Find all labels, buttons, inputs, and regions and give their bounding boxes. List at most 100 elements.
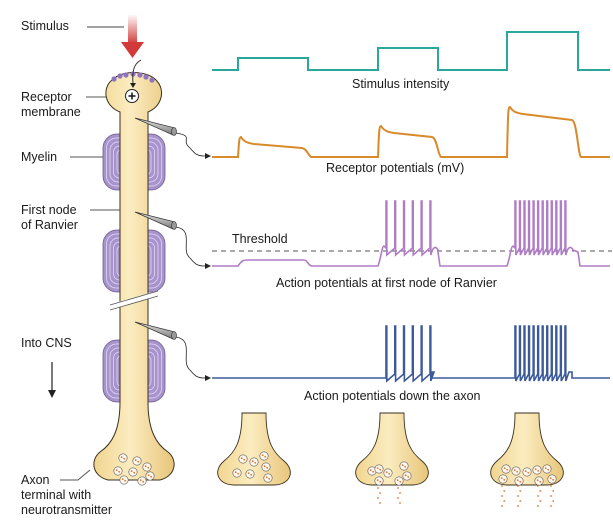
neurotransmitter-dot (254, 461, 257, 464)
neurotransmitter-dot (150, 475, 153, 478)
neurotransmitter-dot (407, 475, 410, 478)
neurotransmitter-dot (527, 471, 530, 474)
neurotransmitter-dot (115, 469, 118, 472)
probe-wire (175, 132, 206, 157)
probe-arrowhead-icon (205, 263, 211, 269)
neurotransmitter-dot (399, 480, 402, 483)
neurotransmitter-dot (251, 460, 254, 463)
vesicle (501, 464, 511, 474)
vesicle (232, 468, 242, 478)
vesicle-membrane (232, 468, 242, 478)
neurotransmitter-dot (516, 479, 519, 482)
axon-terminal-label-line3: neurotransmitter (21, 503, 113, 517)
receptor-potential-trace (212, 105, 610, 158)
vesicle-membrane (259, 451, 269, 461)
vesicle (137, 476, 147, 486)
axon-terminal-none (217, 412, 291, 486)
vesicle-membrane (534, 476, 544, 486)
receptor-protein (137, 72, 143, 78)
neurotransmitter-dot (372, 470, 375, 473)
vesicle-membrane (394, 476, 404, 486)
neurotransmitter-dot (268, 477, 271, 480)
receptor-membrane-label-line2: membrane (21, 105, 81, 119)
neurotransmitter-dot (369, 469, 372, 472)
recording-probes (134, 117, 211, 381)
neurotransmitter-dot (404, 474, 407, 477)
released-neurotransmitter (539, 490, 542, 492)
vesicle (261, 462, 271, 472)
vesicle (399, 461, 409, 471)
neurotransmitter-dot (385, 471, 388, 474)
main-terminal-vesicles (113, 453, 155, 486)
released-neurotransmitter (537, 485, 539, 487)
probe-wire (175, 336, 206, 379)
vesicle (402, 471, 412, 481)
axon-terminal-high (490, 412, 564, 507)
vesicle-membrane (522, 467, 532, 477)
released-neurotransmitter (399, 492, 401, 494)
neurotransmitter-dot (130, 470, 133, 473)
released-neurotransmitter (379, 492, 381, 494)
neurotransmitter-dot (263, 465, 266, 468)
threshold-label: Threshold (232, 232, 288, 246)
vesicle-membrane (263, 473, 273, 483)
vesicle (498, 474, 508, 484)
neurotransmitter-dot (133, 471, 136, 474)
vesicle-membrane (119, 475, 129, 485)
released-neurotransmitter (537, 495, 539, 497)
vesicle (522, 467, 532, 477)
neurotransmitter-dot (519, 480, 522, 483)
vesicle (238, 454, 248, 464)
axon-spike-trace (212, 325, 610, 383)
recording-probe (134, 117, 211, 159)
vesicle (514, 476, 524, 486)
released-neurotransmitter (552, 490, 555, 492)
neurotransmitter-dot (549, 477, 552, 480)
stimulus-intensity-trace (212, 31, 610, 71)
probe-cap (171, 127, 177, 136)
neurotransmitter-dot (524, 470, 527, 473)
vesicle-membrane (238, 454, 248, 464)
vesicle-membrane (402, 471, 412, 481)
neurotransmitter-dot (137, 460, 140, 463)
neurotransmitter-dot (503, 467, 506, 470)
into-cns-label: Into CNS (21, 336, 72, 350)
receptor-protein (111, 76, 117, 82)
terminal-body (217, 412, 291, 486)
released-neurotransmitter (379, 502, 381, 504)
neurotransmitter-dot (243, 458, 246, 461)
vesicle-membrane (142, 462, 152, 472)
vesicle-membrane (514, 476, 524, 486)
neurotransmitter-dot (118, 470, 121, 473)
axon-terminal-label-line2: terminal with (21, 488, 92, 502)
released-neurotransmitter (537, 505, 539, 507)
neurotransmitter-dot (404, 465, 407, 468)
vesicle-membrane (374, 464, 384, 474)
stimulus-intensity-label: Stimulus intensity (352, 77, 450, 91)
vesicle-membrane (145, 471, 155, 481)
vesicle (132, 456, 142, 466)
vesicle (367, 466, 377, 476)
vesicle (542, 464, 552, 474)
released-neurotransmitter (517, 495, 519, 497)
vesicle (249, 457, 259, 467)
axon-break (109, 290, 159, 311)
stimulus-label: Stimulus (21, 19, 69, 33)
released-neurotransmitter (377, 487, 379, 489)
vesicle (511, 466, 521, 476)
neurotransmitter-dot (147, 474, 150, 477)
released-neurotransmitter (501, 505, 503, 507)
vesicle (532, 465, 542, 475)
neurotransmitter-dot (123, 457, 126, 460)
neurotransmitter-dot (547, 468, 550, 471)
plus-icon (125, 89, 139, 103)
traces (212, 31, 612, 383)
released-neurotransmitter (552, 500, 555, 502)
vesicle-membrane (132, 456, 142, 466)
axon-terminal-label-line1: Axon (21, 473, 50, 487)
probe-wire (175, 226, 206, 267)
neurotransmitter-dot (120, 456, 123, 459)
vesicle-membrane (128, 467, 138, 477)
released-neurotransmitter (377, 497, 379, 499)
vesicle (119, 475, 129, 485)
